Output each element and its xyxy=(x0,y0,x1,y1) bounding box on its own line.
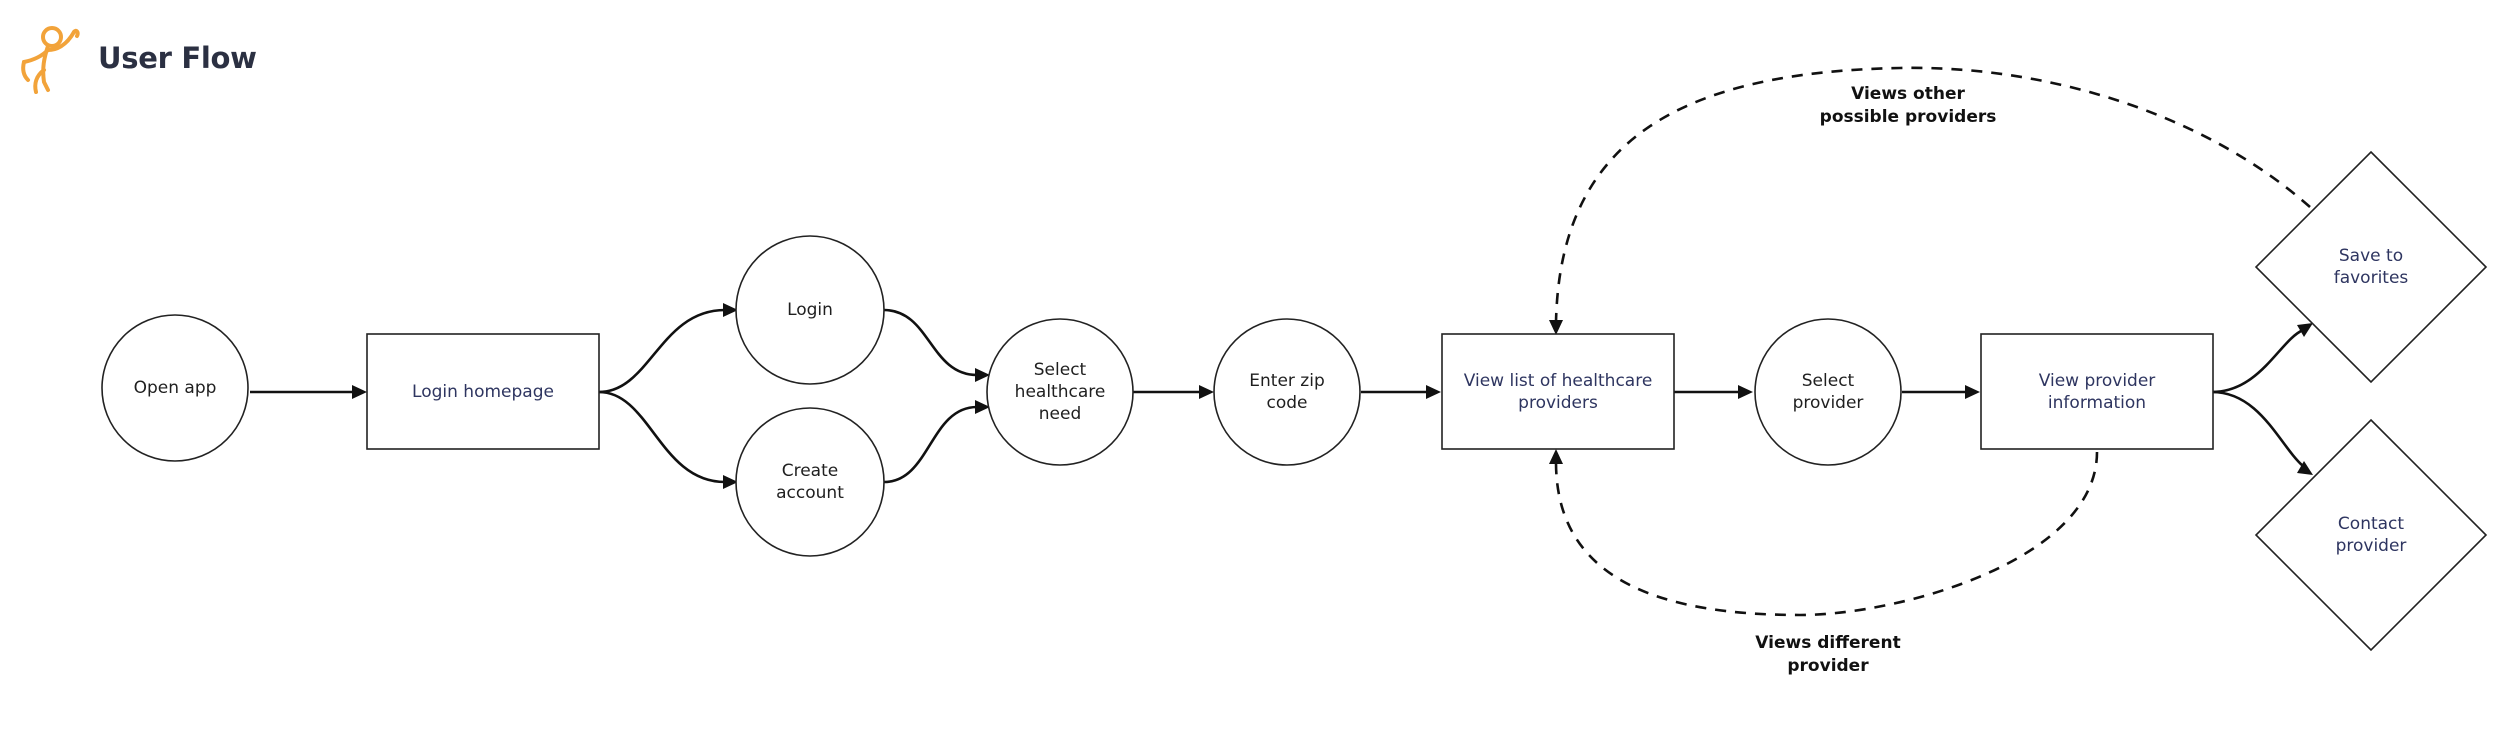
arrowhead xyxy=(352,385,367,399)
arrowhead xyxy=(2297,461,2313,475)
node-select-provider[interactable] xyxy=(1754,318,1902,466)
edge-homepage-to-create xyxy=(598,390,726,484)
edge-create-to-need xyxy=(883,405,978,484)
node-enter-zip[interactable] xyxy=(1213,318,1361,466)
arrowhead xyxy=(2297,323,2313,337)
node-contact-provider[interactable] xyxy=(2254,418,2488,652)
node-view-list[interactable] xyxy=(1441,333,1675,450)
node-select-need[interactable] xyxy=(986,318,1134,466)
arrowhead xyxy=(723,303,738,317)
node-label-view-list: View list of healthcare providers xyxy=(1463,371,1653,413)
node-open-app[interactable] xyxy=(101,314,249,462)
arrowhead xyxy=(1199,385,1214,399)
arrowhead xyxy=(723,475,738,489)
edge-info-to-save xyxy=(2211,328,2304,394)
header: User Flow xyxy=(14,20,257,96)
node-create-account[interactable] xyxy=(735,407,885,557)
node-label-save-favorites: Save to favorites xyxy=(2333,246,2409,288)
node-label-login: Login xyxy=(787,300,833,320)
arrowhead xyxy=(975,400,990,414)
node-label-contact-provider: Contact provider xyxy=(2335,514,2407,556)
edge-login-to-need xyxy=(883,308,978,377)
edge-info-to-list-loop xyxy=(1554,451,2099,617)
page-title: User Flow xyxy=(98,41,257,75)
node-login[interactable] xyxy=(735,235,885,385)
node-label-select-provider: Select provider xyxy=(1792,371,1864,413)
node-label-view-info: View provider information xyxy=(2038,371,2156,413)
node-save-favorites[interactable] xyxy=(2254,150,2488,384)
node-login-homepage[interactable] xyxy=(366,333,600,450)
arrowhead xyxy=(975,368,990,382)
node-label-login-homepage: Login homepage xyxy=(412,382,554,402)
node-label-create-account: Create account xyxy=(776,461,844,503)
edge-save-to-list-loop xyxy=(1554,66,2311,323)
person-waving-icon xyxy=(21,26,80,94)
arrowhead xyxy=(1426,385,1441,399)
arrowhead xyxy=(1738,385,1753,399)
edge-info-to-contact xyxy=(2211,390,2304,467)
arrowhead xyxy=(1965,385,1980,399)
node-label-select-need: Select healthcare need xyxy=(1014,360,1106,424)
node-view-info[interactable] xyxy=(1980,333,2214,450)
node-label-open-app: Open app xyxy=(133,378,217,398)
edge-label-views-other: Views other possible providers xyxy=(1819,84,1997,127)
arrowhead xyxy=(1549,449,1563,464)
arrowhead xyxy=(1549,320,1563,335)
node-label-enter-zip: Enter zip code xyxy=(1249,371,1325,413)
edge-homepage-to-login xyxy=(598,308,726,394)
edge-label-views-different: Views different provider xyxy=(1755,633,1901,676)
